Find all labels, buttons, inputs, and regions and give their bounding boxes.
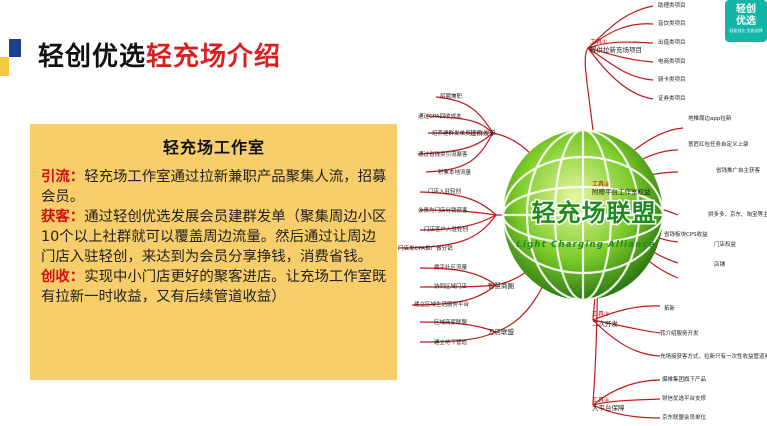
logo-line3: 轻松创业 优质选择 (729, 28, 763, 33)
branch-build-groups: 建群发单 (470, 128, 497, 137)
branch-tool-2: 附赠平台工作室权益 (592, 187, 651, 196)
node-assistant-projects: 助理类项目 (658, 1, 686, 9)
node-community-traffic: 拥平社区流量 (434, 263, 468, 271)
card-item-traffic: 引流：轻充场工作室通过拉新兼职产品聚集人流，招募会员。 (41, 167, 387, 207)
node-customer-join: 门店客户入驻轻创 (424, 225, 468, 233)
card-item-key: 创收： (41, 269, 85, 285)
node-service-platform: 建立区域生活服务平台 (414, 300, 470, 308)
node-store: 店铺 (714, 260, 726, 268)
card-item-text: 轻充场工作室通过拉新兼职产品聚集人流，招募会员。 (41, 169, 387, 205)
tool-1-tag: 工具① (590, 39, 607, 46)
node-card-projects: 骑卡类项目 (658, 75, 686, 83)
node-expand: 拓新 (664, 304, 676, 312)
node-store-cpa: 门店发CPA推广做分销 (398, 244, 453, 252)
center-title: 轻充场联盟 (532, 199, 657, 227)
brand-logo: 轻创 优选 轻松创业 优质选择 (725, 0, 767, 42)
tool-4-tag: 工具④ (592, 397, 609, 404)
node-securities-projects: 证券类项目 (658, 94, 686, 102)
node-redpacket-task: 意匠红包任务自定义上架 (688, 140, 749, 148)
node-local-traffic: 积累本地流量 (438, 168, 472, 176)
logo-line1: 轻创 (736, 4, 756, 15)
node-loan-projects: 出借类项目 (658, 38, 686, 46)
branch-tool-3: 二次开发 (592, 319, 619, 328)
node-cpa-recover: 通过CPA回收成本 (418, 112, 462, 120)
node-app-promo: 地推周边app拉新 (688, 114, 732, 122)
globe-graphic (501, 128, 665, 302)
node-member-distribute: 会员为门店分销获客 (418, 206, 468, 214)
node-ecommerce-coupons: 拼多多、京东、淘宝等主流电商平台优惠领券 (708, 210, 767, 218)
card-item-acquire: 获客：通过轻创优选发展会员建群发单（聚集周边小区10个以上社群就可以覆盖周边流量… (41, 207, 387, 267)
node-group-products: 爆推集团旗下产品 (662, 375, 707, 383)
title-accent-blue (9, 39, 21, 57)
card-item-key: 获客： (41, 209, 85, 225)
node-train-members: 培养建群发单员 (432, 129, 471, 137)
center-subtitle: Light Charging Alliance (516, 240, 655, 250)
node-merchant-alliance: 区域商家联盟 (434, 318, 468, 326)
branch-tool-4: 大平台保障 (592, 403, 625, 412)
title-accent-yellow (0, 57, 9, 76)
logo-line2: 优选 (736, 16, 756, 27)
card-title: 轻充场工作室 (162, 138, 265, 157)
node-cps-income: 省钱板块CPS收益 (664, 230, 708, 238)
node-platform-support: 财信优选平台支撑 (662, 394, 707, 402)
node-drink-projects: 音饮类项目 (658, 19, 686, 27)
studio-info-card: 轻充场工作室 引流：轻充场工作室通过拉新兼职产品聚集人流，招募会员。 获客：通过… (30, 124, 397, 380)
tool-2-tag: 工具② (592, 181, 610, 188)
node-jd-member: 京东联盟会员单位 (662, 413, 707, 421)
node-pipeline-income: 充场接获客方式，拉新只有一次性收益管道收益才长久 (660, 352, 767, 360)
tool-3-tag: 工具③ (592, 311, 609, 318)
node-store-rights: 门店权益 (714, 240, 737, 248)
card-item-text: 实现中小门店更好的聚客进店。让充场工作室既有拉新一时收益，又有后续管道收益） (41, 269, 387, 305)
node-ecommerce-projects: 电商类项目 (658, 57, 686, 65)
page-title-part2: 轻充场介绍 (146, 42, 282, 72)
card-item-text: 通过轻创优选发展会员建群发单（聚集周边小区10个以上社群就可以覆盖周边流量。然后… (41, 209, 387, 265)
card-item-revenue: 创收：实现中小门店更好的聚客进店。让充场工作室既有拉新一时收益，又有后续管道收益… (41, 267, 387, 307)
node-save-promo: 省钱推广自主获客 (716, 166, 761, 174)
branch-smart-district: 智慧商圈 (488, 281, 514, 290)
page-title: 轻创优选轻充场介绍 (38, 36, 281, 73)
mind-map: 建群发单 招聘兼职 通过CPA回收成本 培养建群发单员 通过省钱卖引流聚客 积累… (398, 1, 767, 421)
branch-tool-1: 提供拉新充场项目 (590, 45, 642, 54)
page-title-part1: 轻创优选 (38, 42, 147, 72)
branch-store-alliance: 万店联盟 (488, 327, 515, 336)
node-save-traffic: 通过省钱卖引流聚客 (418, 150, 468, 158)
node-store-join: 门店入驻轻创 (428, 187, 461, 195)
node-coordinate-stores: 协同区域门店 (434, 282, 468, 290)
node-recruit-parttime: 招聘兼职 (440, 92, 463, 100)
card-item-key: 引流： (41, 169, 85, 185)
node-referral-service: 转介绍服务开发 (660, 329, 699, 337)
node-underground-pipe: 建立地下管道 (434, 338, 468, 346)
